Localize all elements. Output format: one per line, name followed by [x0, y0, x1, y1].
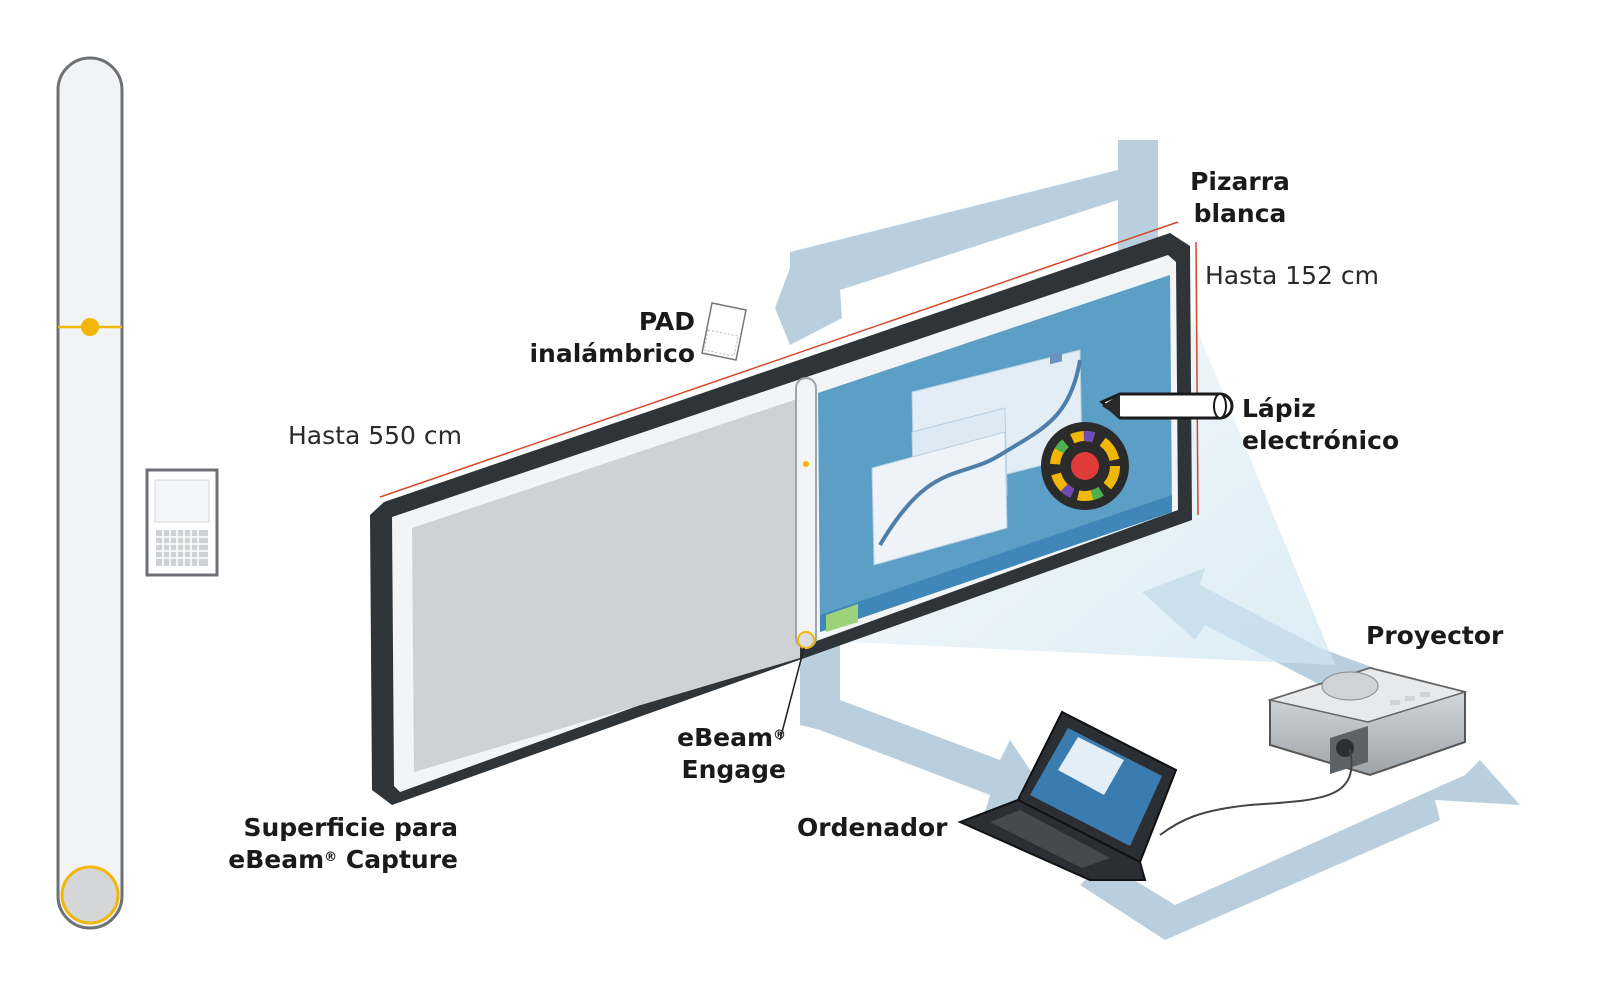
screen-taskbar	[820, 495, 1172, 632]
label-capture-surface: Superficie para eBeam® Capture	[228, 813, 458, 874]
screen-curve	[878, 359, 1082, 547]
projector	[1267, 666, 1468, 777]
label-whiteboard: Pizarra blanca	[1190, 167, 1290, 228]
ebeam-engage-bar	[795, 377, 817, 649]
laptop	[957, 710, 1178, 881]
label-electronic-pen: Lápiz electrónico	[1242, 394, 1400, 455]
screen-start	[826, 604, 858, 632]
label-wireless-pad: PAD inalámbrico	[529, 307, 695, 368]
wireless-pad-large-icon	[145, 468, 219, 577]
whiteboard	[370, 233, 1192, 805]
label-projector: Proyector	[1366, 621, 1504, 650]
electronic-pen	[1099, 392, 1234, 420]
wireless-pad-small-icon	[701, 302, 747, 361]
label-width-dimension: Hasta 550 cm	[288, 421, 462, 450]
capture-surface	[412, 398, 800, 772]
ebeam-side-tube	[56, 56, 124, 930]
width-dimension-line	[379, 221, 1179, 498]
cable-projector	[1159, 749, 1353, 836]
arrow-computer-to-projector	[1080, 760, 1520, 940]
arrow-top	[775, 140, 1158, 345]
label-ebeam-engage: eBeam® Engage	[677, 723, 786, 784]
label-height-dimension: Hasta 152 cm	[1205, 261, 1379, 290]
arrow-board-to-computer	[800, 645, 1045, 812]
screen-window-btn	[1050, 351, 1062, 365]
label-computer: Ordenador	[797, 813, 948, 842]
height-dimension-line	[1195, 241, 1199, 516]
